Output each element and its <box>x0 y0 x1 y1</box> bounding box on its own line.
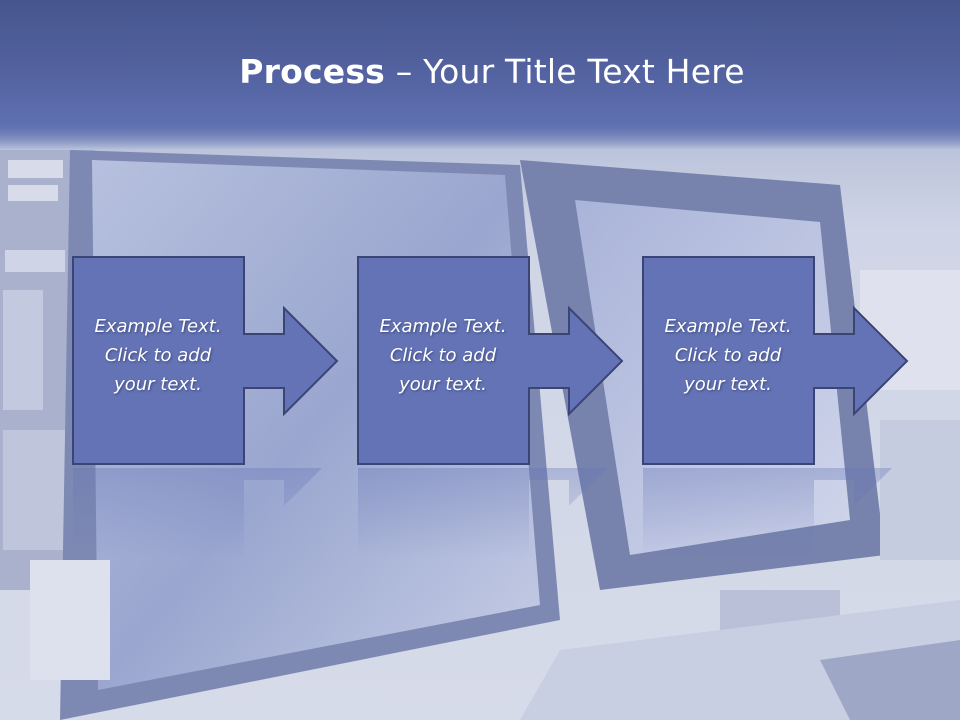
step-text[interactable]: Example Text. Click to add your text. <box>94 316 222 395</box>
title-rest: – Your Title Text Here <box>385 52 745 91</box>
slide-title: Process – Your Title Text Here <box>0 52 960 91</box>
process-step-3[interactable]: Example Text. Click to add your text. <box>642 256 912 468</box>
arrow-shape <box>357 256 624 465</box>
step-text[interactable]: Example Text. Click to add your text. <box>379 316 507 395</box>
step-2-reflection <box>357 468 627 558</box>
step-1-reflection <box>72 468 342 558</box>
process-step-1[interactable]: Example Text. Click to add your text. <box>72 256 342 468</box>
process-step-2[interactable]: Example Text. Click to add your text. <box>357 256 627 468</box>
step-3-reflection <box>642 468 912 558</box>
step-text[interactable]: Example Text. Click to add your text. <box>664 316 792 395</box>
arrow-shape <box>72 256 339 465</box>
arrow-shape <box>642 256 909 465</box>
title-bold: Process <box>239 52 386 91</box>
title-bar <box>0 0 960 150</box>
